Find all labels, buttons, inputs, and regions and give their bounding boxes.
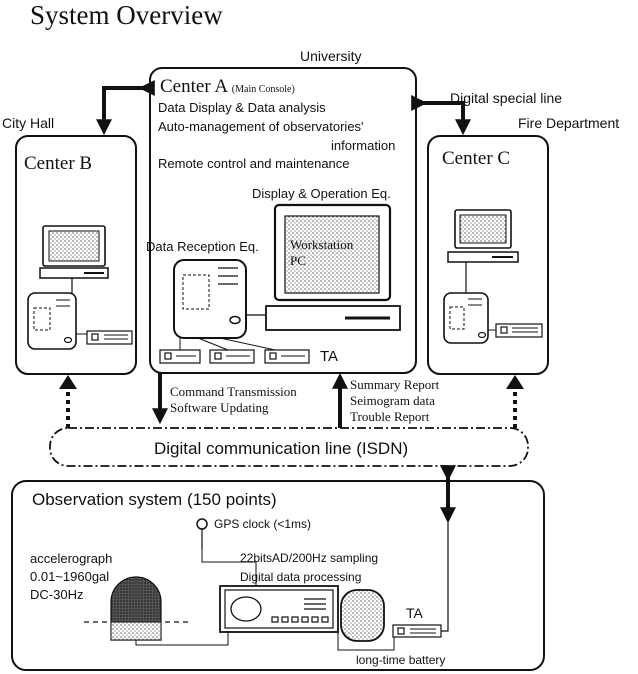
battery-icon xyxy=(340,589,385,642)
trouble-report-label: Trouble Report xyxy=(350,409,430,424)
observation-ta-label: TA xyxy=(406,605,424,621)
gps-antenna-icon xyxy=(196,518,257,586)
pc-label: PC xyxy=(290,253,306,268)
accelerograph-icon xyxy=(84,576,229,646)
center-b-title: Center B xyxy=(24,153,92,174)
computer-unit-icon xyxy=(443,292,489,344)
center-a-line2: Auto-management of observatories' xyxy=(158,119,364,134)
observation-system-box: Observation system (150 points) GPS cloc… xyxy=(11,480,545,671)
monitor-icon xyxy=(39,225,109,279)
ta-device-icon xyxy=(392,624,442,638)
ta-device-icon xyxy=(86,330,133,345)
dotted-arrows xyxy=(59,375,524,428)
center-a-line1: Data Display & Data analysis xyxy=(158,100,326,115)
isdn-line-box: Digital communication line (ISDN) xyxy=(49,427,529,467)
reception-unit-icon xyxy=(173,259,247,339)
special-line-arrows xyxy=(96,80,471,136)
battery-label: long-time battery xyxy=(356,653,445,667)
accel-label-3: DC-30Hz xyxy=(30,587,83,602)
seismogram-data-label: Seimogram data xyxy=(350,393,435,408)
university-label: University xyxy=(300,48,361,64)
center-a-line3: information xyxy=(331,138,395,153)
isdn-label: Digital communication line (ISDN) xyxy=(154,439,408,458)
center-a-ta-label: TA xyxy=(320,348,338,365)
workstation-label: Workstation xyxy=(290,237,354,252)
summary-report-label: Summary Report xyxy=(350,377,440,392)
software-updating-label: Software Updating xyxy=(170,400,269,415)
display-eq-label: Display & Operation Eq. xyxy=(252,186,391,201)
ta-row: TA xyxy=(159,337,338,365)
recorder-unit-icon xyxy=(219,585,339,633)
center-c-title: Center C xyxy=(442,148,510,169)
reception-eq-label: Data Reception Eq. xyxy=(146,239,259,254)
center-a-subtitle: (Main Console) xyxy=(232,84,295,95)
ta-device-icon xyxy=(495,323,543,338)
accel-label-1: accelerograph xyxy=(30,551,112,566)
gps-clock-label: GPS clock (<1ms) xyxy=(214,517,311,531)
center-a-line4: Remote control and maintenance xyxy=(158,156,350,171)
center-a-title: Center A (Main Console) xyxy=(160,76,295,97)
monitor-icon xyxy=(447,209,519,263)
digital-special-line-label: Digital special line xyxy=(450,90,562,106)
page-title: System Overview xyxy=(30,0,223,30)
center-a-box: Center A (Main Console) Data Display & D… xyxy=(146,67,417,374)
center-b-box: Center B xyxy=(15,135,137,375)
city-hall-label: City Hall xyxy=(2,115,54,131)
center-c-box: Center C xyxy=(427,135,549,375)
fire-department-label: Fire Department xyxy=(518,115,619,131)
command-transmission-label: Command Transmission xyxy=(170,384,297,399)
accel-label-2: 0.01~1960gal xyxy=(30,569,109,584)
observation-title: Observation system (150 points) xyxy=(32,490,277,509)
computer-unit-icon xyxy=(27,292,77,350)
center-a-title-main: Center A xyxy=(160,76,228,97)
workstation-monitor-icon: Workstation PC xyxy=(265,203,401,331)
ad-label: 22bitsAD/200Hz sampling xyxy=(240,551,378,565)
processing-label: Digital data processing xyxy=(240,570,361,584)
